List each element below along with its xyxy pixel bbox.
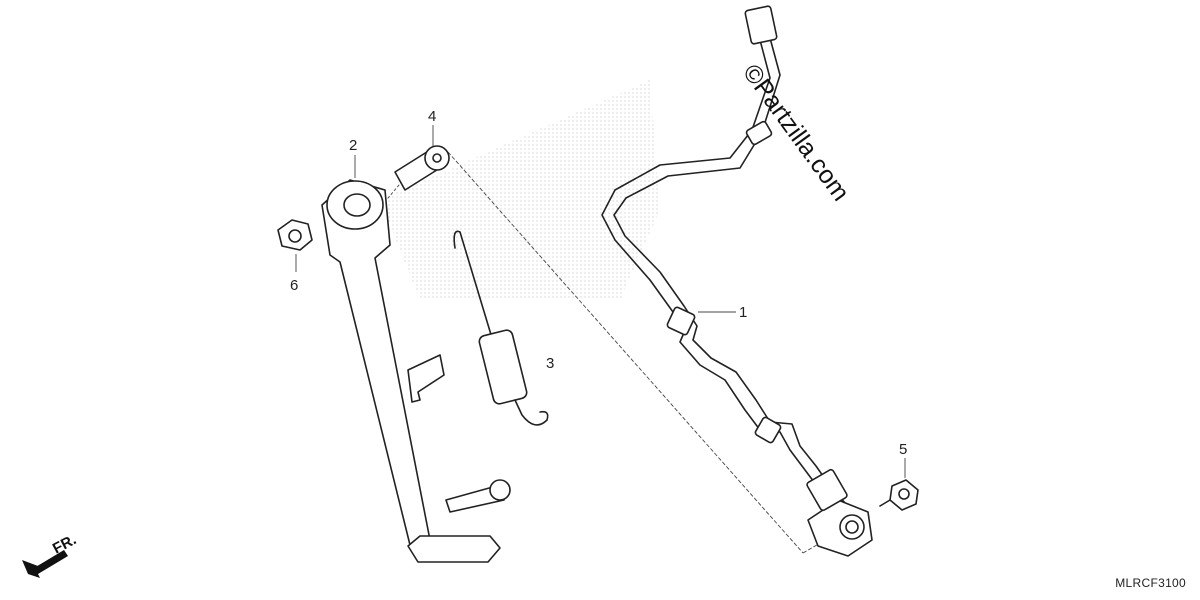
switch-bolt[interactable] (879, 479, 919, 511)
callout-3: 3 (546, 355, 554, 372)
diagram-code: MLRCF3100 (1115, 576, 1186, 590)
side-stand[interactable] (321, 179, 511, 563)
front-direction-indicator: FR. (22, 531, 79, 578)
front-label: FR. (50, 531, 79, 557)
callout-5: 5 (899, 441, 907, 458)
callout-6: 6 (290, 277, 298, 294)
callout-2: 2 (349, 137, 357, 154)
callout-1: 1 (739, 304, 747, 321)
leader-lines (295, 125, 906, 478)
lock-nut[interactable] (277, 219, 313, 251)
background-emblem (380, 80, 660, 300)
front-arrow-icon (22, 550, 68, 578)
side-stand-switch-harness[interactable] (601, 5, 873, 557)
pivot-bolt[interactable] (394, 145, 450, 191)
callout-4: 4 (428, 108, 436, 125)
side-stand-spring[interactable] (453, 230, 549, 426)
